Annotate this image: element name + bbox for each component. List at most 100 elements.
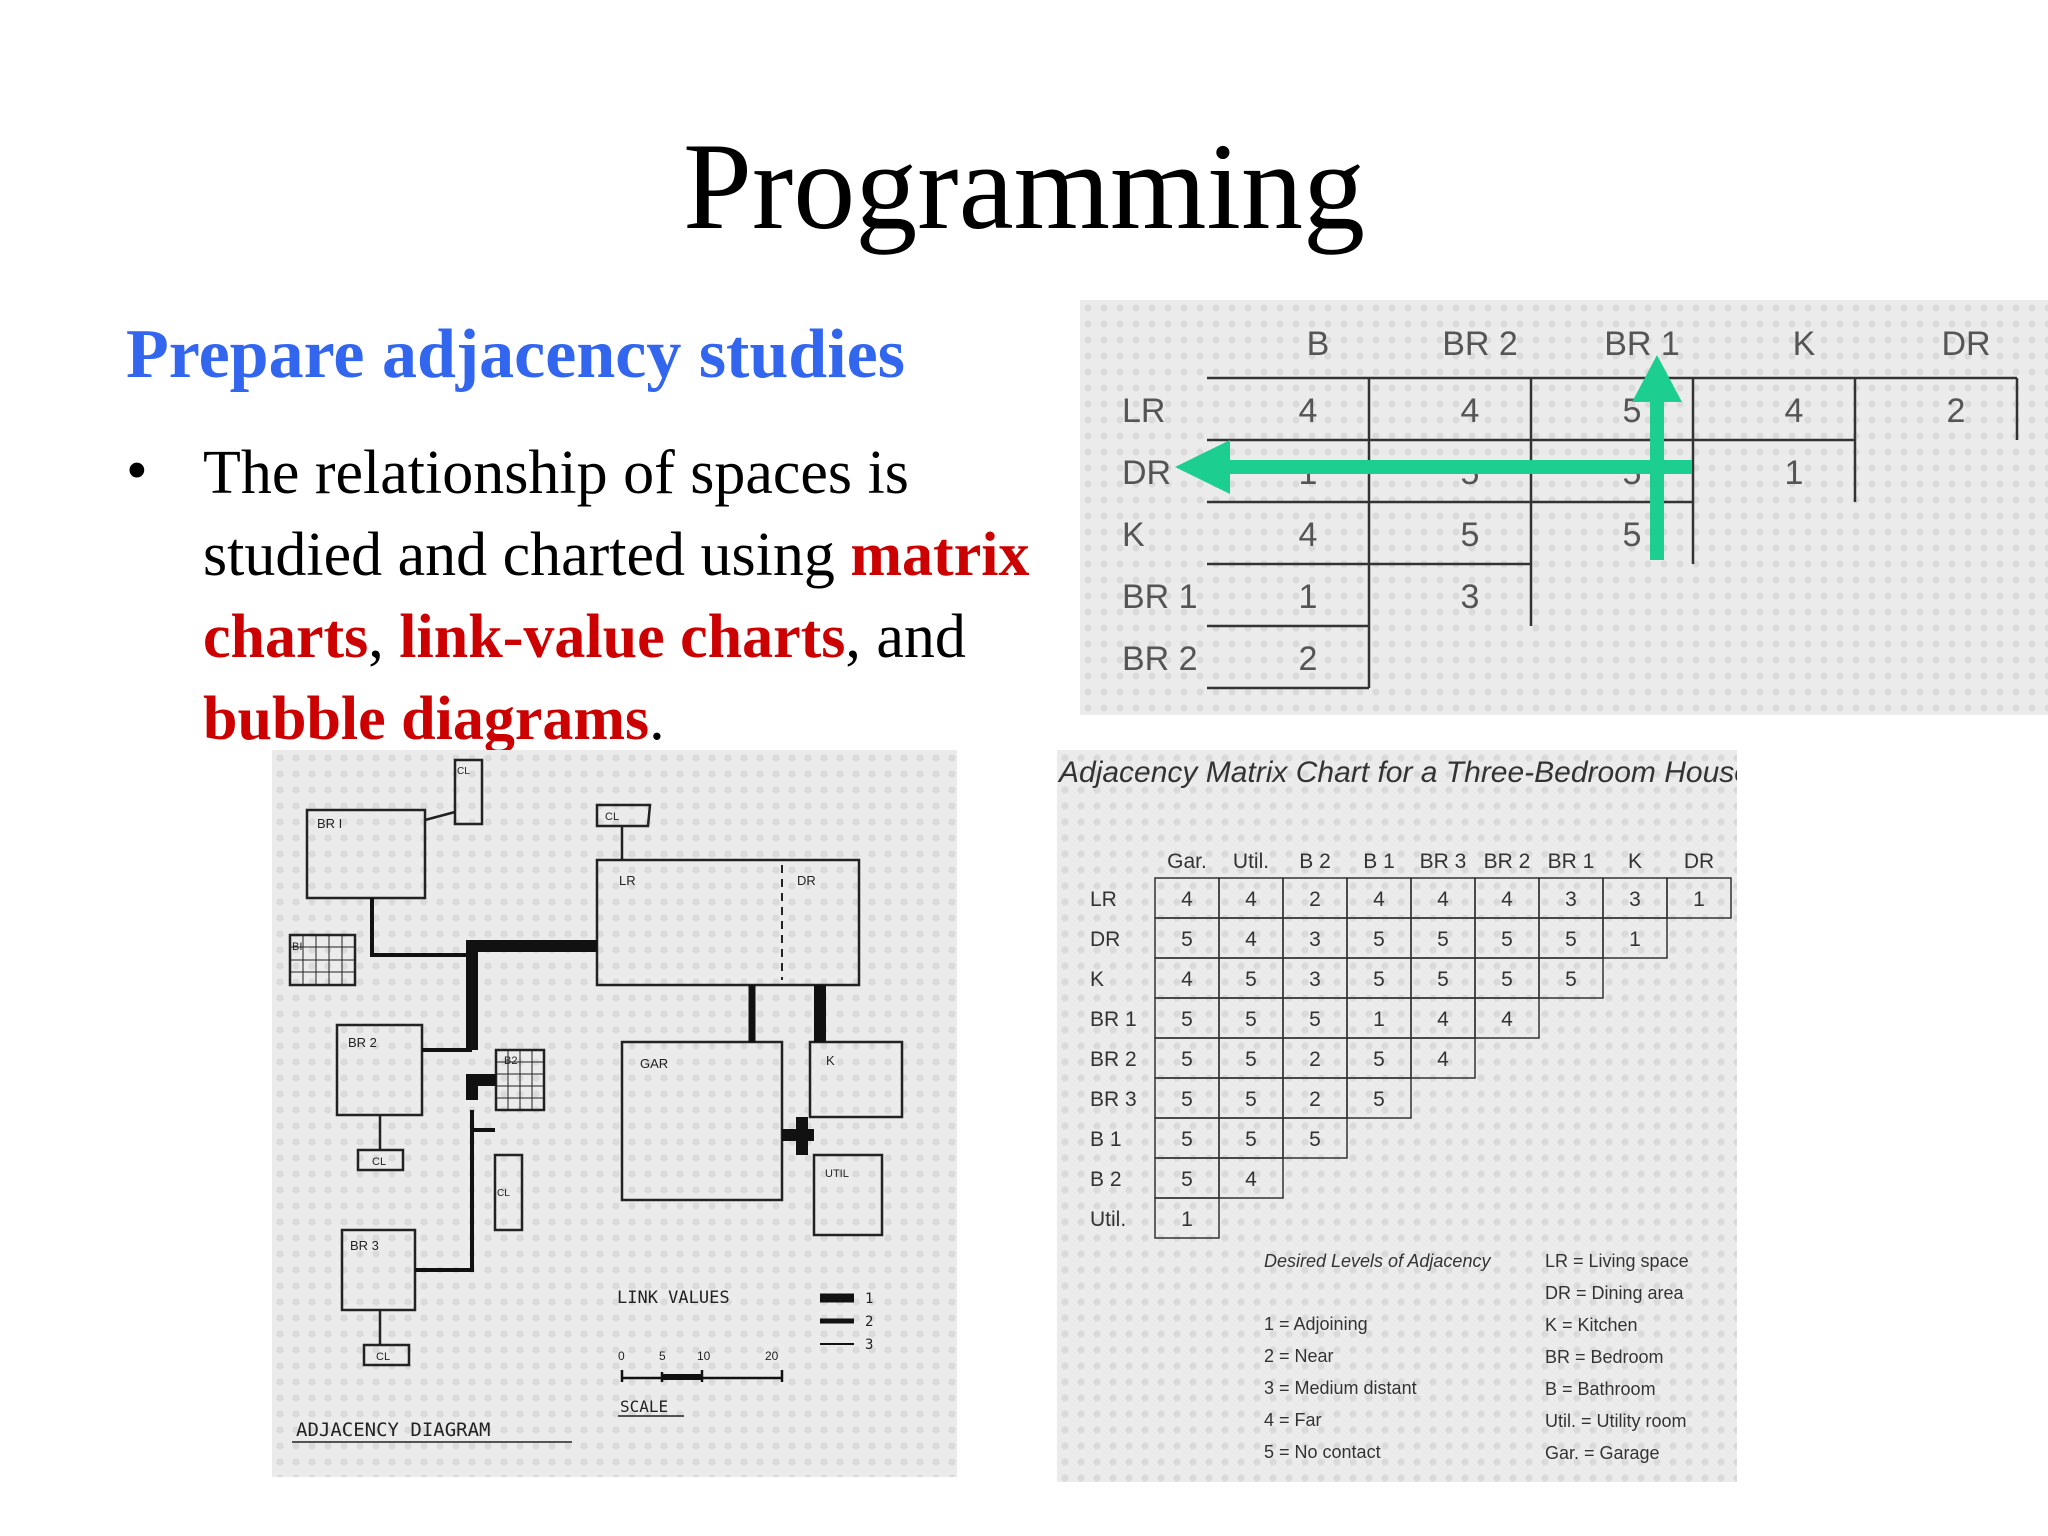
matrix-cell: 1 bbox=[1181, 1208, 1193, 1231]
adjacency-level: 5 = No contact bbox=[1264, 1442, 1381, 1462]
matrix-col-header: DR bbox=[1684, 850, 1714, 873]
matrix-col-header: BR 2 bbox=[1484, 850, 1531, 873]
top-matrix-col-header: BR 1 bbox=[1604, 325, 1680, 363]
scale-tick: 20 bbox=[765, 1349, 779, 1363]
term-link-value-charts: link-value charts bbox=[399, 603, 846, 671]
matrix-cell-border bbox=[1474, 997, 1540, 1039]
matrix-cell: 4 bbox=[1245, 1168, 1257, 1191]
bullet-end: . bbox=[649, 685, 665, 753]
svg-text:K: K bbox=[826, 1053, 835, 1068]
svg-text:BR 2: BR 2 bbox=[348, 1035, 377, 1050]
matrix-row-label: BR 3 bbox=[1090, 1088, 1137, 1111]
room-cl bbox=[453, 758, 484, 826]
matrix-col-header: B 1 bbox=[1363, 850, 1395, 873]
matrix-cell: 4 bbox=[1437, 1008, 1449, 1031]
matrix-cell: 5 bbox=[1181, 928, 1193, 951]
matrix-cell: 5 bbox=[1501, 928, 1513, 951]
matrix-cell: 5 bbox=[1373, 1048, 1385, 1071]
matrix-cell: 2 bbox=[1309, 1088, 1321, 1111]
matrix-cell: 5 bbox=[1565, 968, 1577, 991]
matrix-cell: 1 bbox=[1629, 928, 1641, 951]
scale-tick: 0 bbox=[618, 1349, 625, 1363]
adjacency-level: 4 = Far bbox=[1264, 1410, 1322, 1430]
matrix-cell: 5 bbox=[1245, 1048, 1257, 1071]
matrix-cell: 3 bbox=[1565, 888, 1577, 911]
link-value-1: 1 bbox=[865, 1291, 873, 1307]
arrow-up-head bbox=[1632, 355, 1682, 402]
top-matrix-cell: 1 bbox=[1299, 578, 1318, 616]
matrix-cell: 4 bbox=[1501, 888, 1513, 911]
matrix-cell: 5 bbox=[1565, 928, 1577, 951]
adjacency-diagram-image: BR I CL CL LR DR BI BR 2 B2 CL CL GAR K … bbox=[272, 750, 957, 1477]
matrix-cell: 5 bbox=[1373, 928, 1385, 951]
matrix-row-label: B 1 bbox=[1090, 1128, 1122, 1151]
matrix-cell: 4 bbox=[1501, 1008, 1513, 1031]
matrix-row-label: BR 1 bbox=[1090, 1008, 1137, 1031]
matrix-row-label: Util. bbox=[1090, 1208, 1126, 1231]
top-matrix-cell: 4 bbox=[1299, 392, 1318, 430]
matrix-cell: 1 bbox=[1693, 888, 1705, 911]
top-matrix-cell: 4 bbox=[1785, 392, 1804, 430]
top-matrix-row-label: LR bbox=[1122, 392, 1165, 430]
arrow-up-shaft bbox=[1650, 395, 1664, 560]
slide-title: Programming bbox=[683, 118, 1365, 255]
room-cl bbox=[595, 803, 652, 828]
room-cl bbox=[356, 1148, 405, 1172]
top-matrix-cell: 4 bbox=[1299, 516, 1318, 554]
scale-tick: 5 bbox=[659, 1349, 666, 1363]
matrix-cell-border bbox=[1218, 1157, 1284, 1199]
adjacency-level: 2 = Near bbox=[1264, 1346, 1334, 1366]
matrix-cell: 5 bbox=[1245, 968, 1257, 991]
scale-tick: 10 bbox=[697, 1349, 711, 1363]
adjacency-matrix-image: Adjacency Matrix Chart for a Three-Bedro… bbox=[1057, 750, 1751, 1482]
matrix-cell: 5 bbox=[1437, 968, 1449, 991]
matrix-cell: 4 bbox=[1437, 1048, 1449, 1071]
matrix-cell-border bbox=[1666, 877, 1732, 919]
matrix-cell: 1 bbox=[1373, 1008, 1385, 1031]
bullet-separator: , bbox=[368, 603, 400, 671]
top-matrix-col-header: DR bbox=[1941, 325, 1990, 363]
matrix-col-header: K bbox=[1628, 850, 1642, 873]
matrix-cell-border bbox=[1538, 957, 1604, 999]
matrix-row-label: LR bbox=[1090, 888, 1117, 911]
arrow-left-shaft bbox=[1192, 460, 1692, 474]
top-matrix-cell: 2 bbox=[1299, 640, 1318, 678]
matrix-cell: 5 bbox=[1437, 928, 1449, 951]
diagram-title: ADJACENCY DIAGRAM bbox=[296, 1419, 490, 1441]
svg-text:BR 3: BR 3 bbox=[350, 1238, 379, 1253]
svg-text:BI: BI bbox=[292, 941, 302, 953]
matrix-cell: 4 bbox=[1245, 928, 1257, 951]
matrix-cell: 2 bbox=[1309, 1048, 1321, 1071]
term-bubble-diagrams: bubble diagrams bbox=[203, 685, 650, 753]
matrix-cell: 5 bbox=[1501, 968, 1513, 991]
label-dr: DR bbox=[797, 873, 816, 888]
room-k bbox=[808, 1040, 904, 1119]
top-matrix-cell: 5 bbox=[1461, 516, 1480, 554]
matrix-cell: 2 bbox=[1309, 888, 1321, 911]
matrix-cell: 3 bbox=[1629, 888, 1641, 911]
abbreviation: B = Bathroom bbox=[1545, 1379, 1656, 1399]
matrix-cell: 4 bbox=[1245, 888, 1257, 911]
matrix-cell: 5 bbox=[1181, 1128, 1193, 1151]
top-matrix-cell: 1 bbox=[1785, 454, 1804, 492]
term-matrix-charts: matrix charts bbox=[203, 521, 1030, 671]
matrix-cell: 5 bbox=[1245, 1088, 1257, 1111]
scale-label: SCALE bbox=[620, 1397, 668, 1416]
svg-text:CL: CL bbox=[605, 811, 619, 823]
arrow-left-head bbox=[1175, 440, 1230, 494]
abbreviation: LR = Living space bbox=[1545, 1251, 1689, 1271]
matrix-cell-border bbox=[1346, 1077, 1412, 1119]
matrix-cell: 5 bbox=[1245, 1008, 1257, 1031]
top-matrix-col-header: B bbox=[1307, 325, 1330, 363]
svg-text:CL: CL bbox=[372, 1156, 386, 1168]
matrix-col-header: Util. bbox=[1233, 850, 1269, 873]
matrix-cell: 5 bbox=[1373, 1088, 1385, 1111]
matrix-cell: 5 bbox=[1181, 1008, 1193, 1031]
abbreviation: BR = Bedroom bbox=[1545, 1347, 1664, 1367]
svg-text:B2: B2 bbox=[504, 1055, 517, 1067]
abbreviation: Gar. = Garage bbox=[1545, 1443, 1660, 1463]
matrix-col-header: B 2 bbox=[1299, 850, 1331, 873]
label-br1: BR I bbox=[317, 816, 342, 831]
